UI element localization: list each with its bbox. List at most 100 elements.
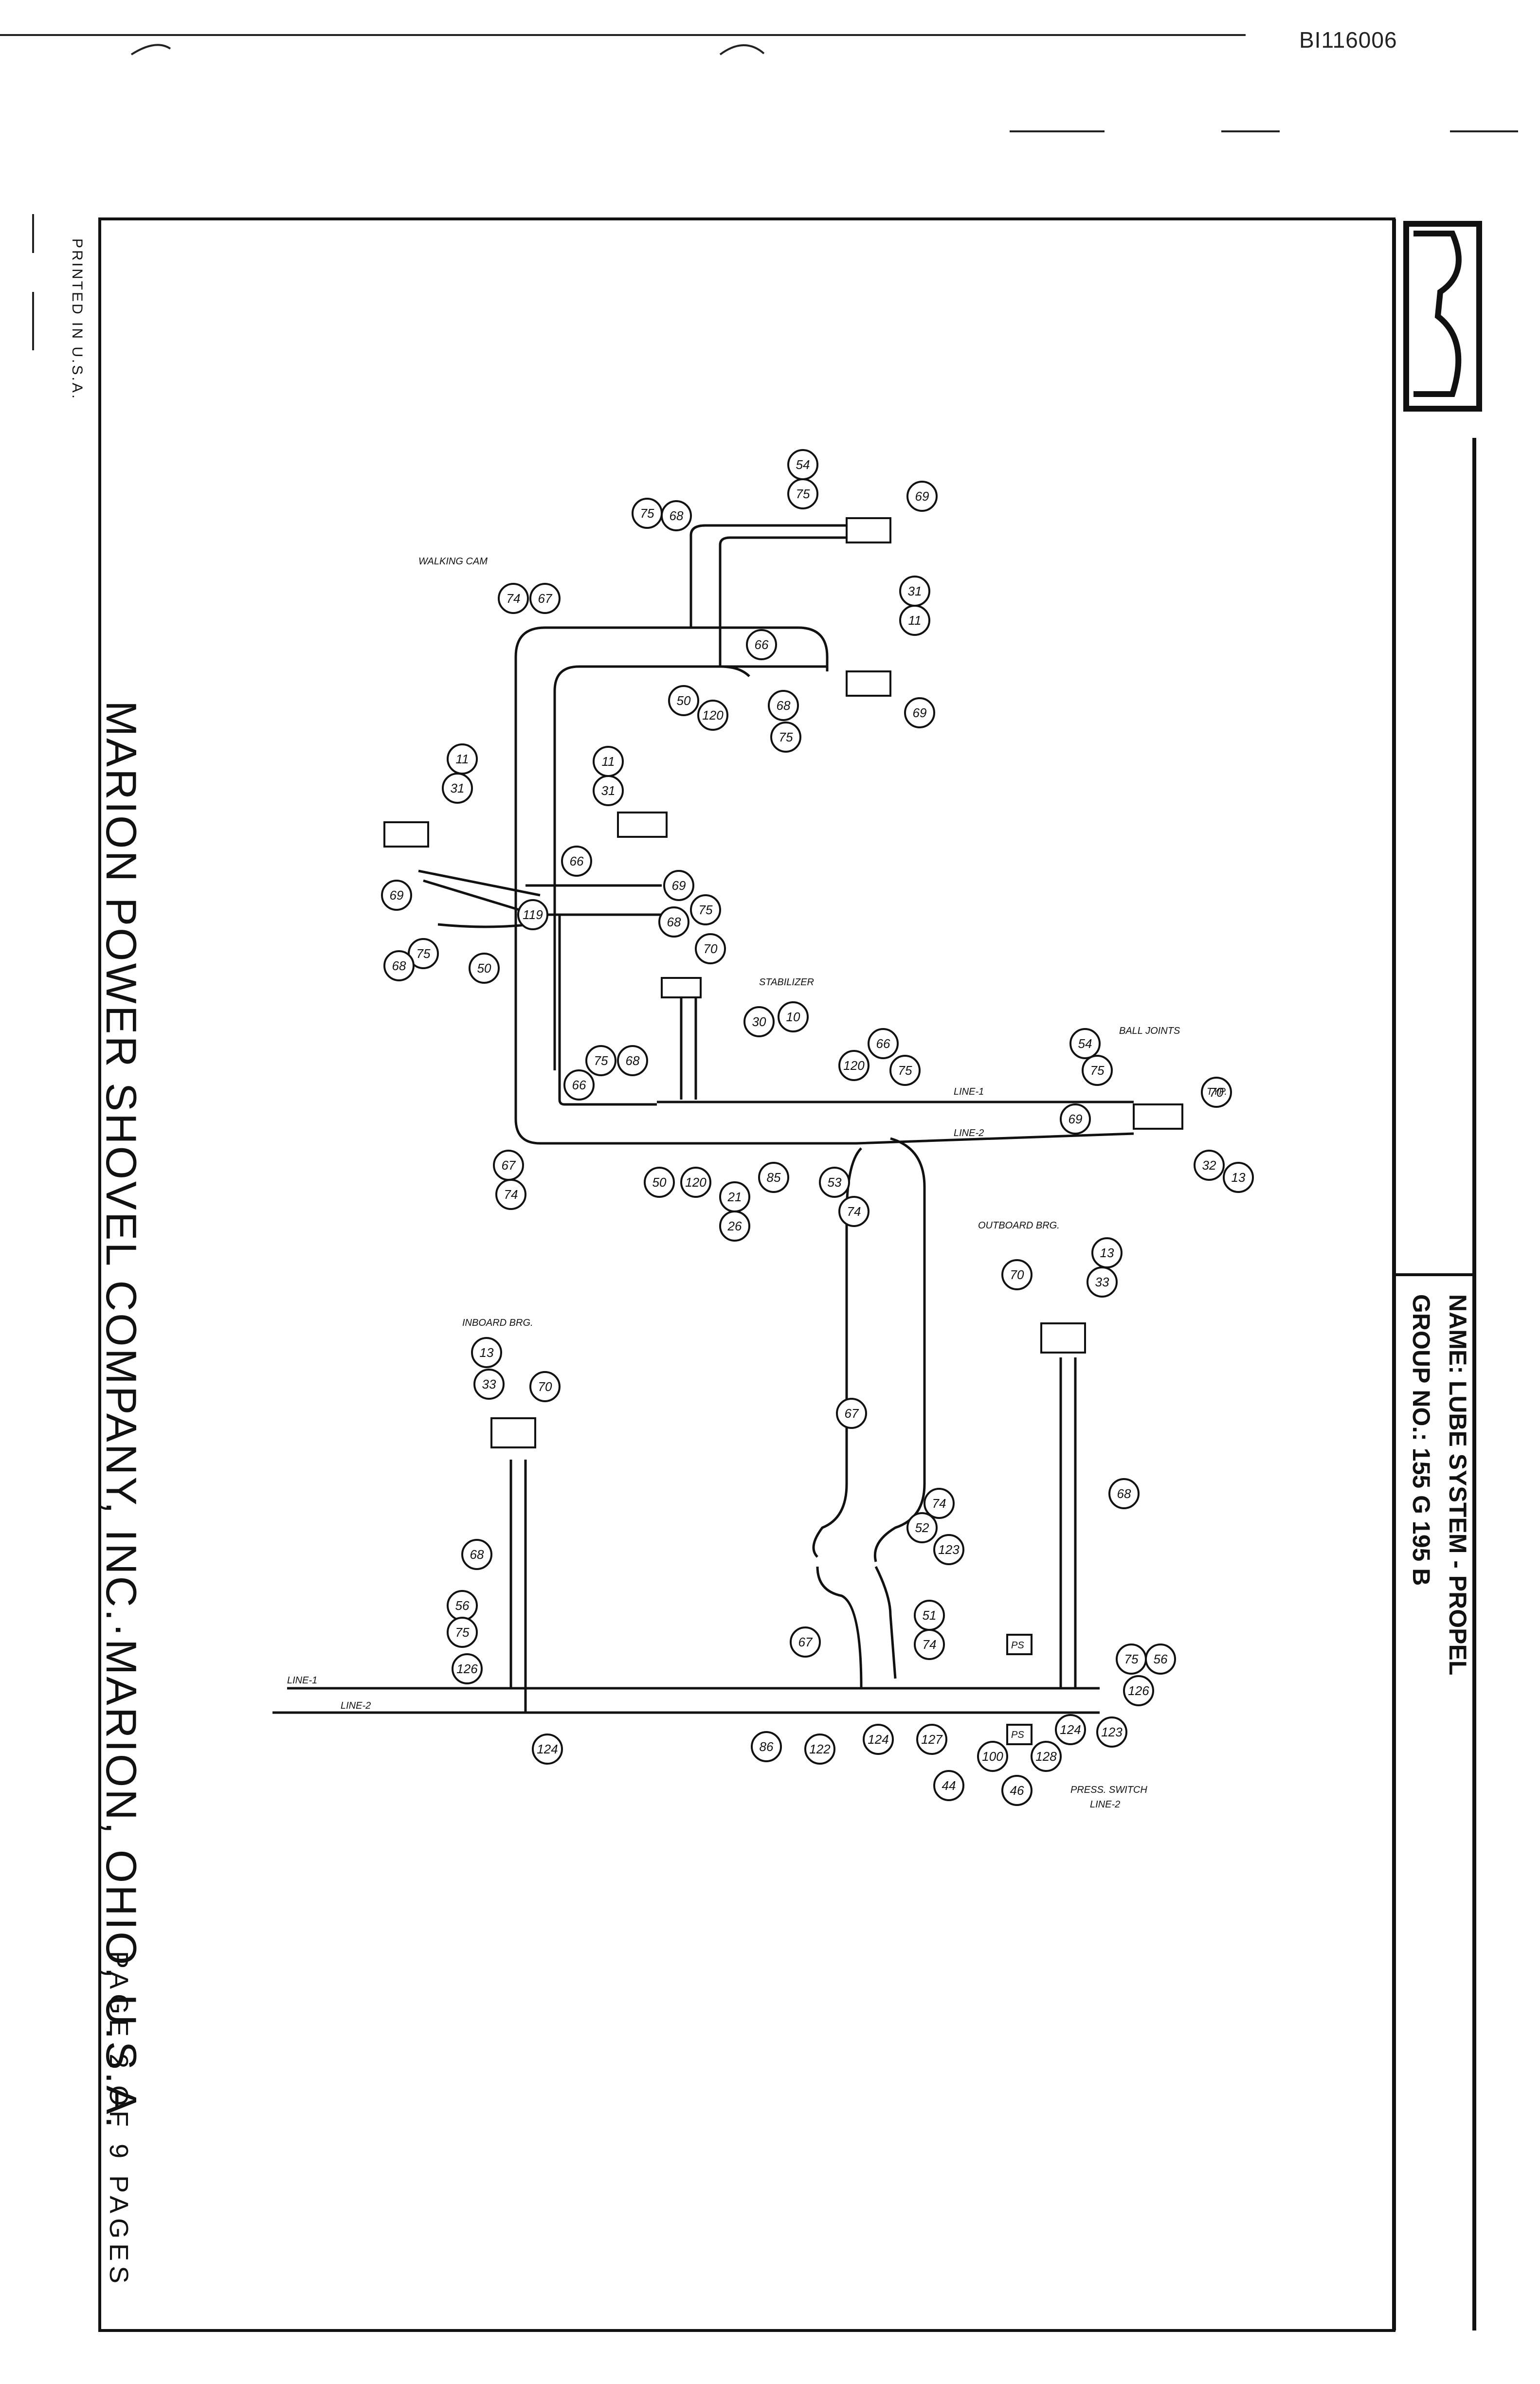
- svg-text:70: 70: [538, 1379, 552, 1394]
- svg-text:126: 126: [1128, 1683, 1149, 1698]
- svg-text:70: 70: [704, 941, 718, 956]
- top-edge-marks: [0, 34, 1518, 350]
- svg-text:123: 123: [938, 1542, 960, 1557]
- svg-text:75: 75: [1090, 1063, 1105, 1078]
- svg-text:66: 66: [570, 854, 584, 868]
- svg-text:31: 31: [601, 783, 616, 798]
- svg-text:67: 67: [798, 1635, 813, 1649]
- svg-text:51: 51: [923, 1608, 937, 1623]
- svg-text:66: 66: [876, 1036, 890, 1051]
- label-press-switch: PRESS. SWITCH: [1070, 1785, 1147, 1795]
- svg-text:70: 70: [1010, 1267, 1024, 1282]
- svg-text:75: 75: [898, 1063, 912, 1078]
- svg-text:10: 10: [786, 1010, 800, 1024]
- svg-text:56: 56: [1154, 1652, 1168, 1666]
- svg-text:74: 74: [507, 591, 521, 606]
- svg-text:124: 124: [1060, 1722, 1081, 1737]
- svg-text:126: 126: [456, 1662, 478, 1676]
- svg-text:120: 120: [685, 1175, 707, 1190]
- svg-text:69: 69: [390, 888, 404, 903]
- svg-text:69: 69: [1069, 1112, 1083, 1126]
- label-ps-2: PS: [1011, 1730, 1024, 1740]
- svg-text:124: 124: [868, 1732, 888, 1747]
- label-line1-main: LINE-1: [287, 1675, 317, 1686]
- svg-text:75: 75: [796, 487, 810, 501]
- svg-text:74: 74: [847, 1204, 861, 1219]
- svg-text:32: 32: [1202, 1158, 1216, 1173]
- svg-text:68: 68: [777, 698, 791, 713]
- svg-text:123: 123: [1101, 1725, 1123, 1739]
- label-typ: TYP.: [1207, 1086, 1227, 1097]
- svg-text:11: 11: [908, 613, 922, 628]
- svg-text:53: 53: [828, 1175, 842, 1190]
- svg-text:68: 68: [470, 1547, 484, 1562]
- svg-text:69: 69: [672, 878, 686, 893]
- svg-text:56: 56: [455, 1598, 470, 1613]
- document-id: BI116006: [1299, 27, 1397, 53]
- svg-text:75: 75: [699, 903, 713, 917]
- svg-text:75: 75: [779, 730, 793, 744]
- svg-text:31: 31: [908, 584, 922, 598]
- label-inboard-brg: INBOARD BRG.: [462, 1318, 533, 1328]
- svg-text:75: 75: [594, 1053, 608, 1068]
- name-label: NAME:: [1444, 1294, 1471, 1374]
- svg-text:21: 21: [727, 1190, 742, 1204]
- divider-valves: [383, 517, 1183, 1745]
- svg-text:52: 52: [915, 1520, 929, 1535]
- svg-text:68: 68: [670, 508, 684, 523]
- svg-text:120: 120: [702, 708, 724, 722]
- svg-text:44: 44: [942, 1778, 956, 1793]
- svg-text:50: 50: [677, 693, 691, 708]
- label-outboard-brg: OUTBOARD BRG.: [978, 1220, 1060, 1231]
- svg-text:26: 26: [727, 1219, 742, 1233]
- svg-text:75: 75: [1124, 1652, 1139, 1666]
- drawing-border: [98, 217, 1476, 2332]
- svg-text:50: 50: [652, 1175, 667, 1190]
- label-stabilizer: STABILIZER: [759, 977, 814, 988]
- svg-text:68: 68: [392, 958, 406, 973]
- svg-text:70: 70: [1210, 1085, 1224, 1100]
- svg-text:74: 74: [932, 1496, 946, 1511]
- company-logo: [1403, 221, 1482, 412]
- label-line2-main: LINE-2: [341, 1700, 371, 1711]
- svg-text:128: 128: [1035, 1749, 1057, 1764]
- svg-text:31: 31: [451, 781, 465, 795]
- svg-text:69: 69: [913, 705, 927, 720]
- svg-text:46: 46: [1010, 1783, 1024, 1798]
- svg-text:124: 124: [537, 1742, 558, 1756]
- svg-text:75: 75: [455, 1625, 470, 1640]
- name-value: LUBE SYSTEM - PROPEL: [1444, 1380, 1471, 1676]
- svg-text:67: 67: [502, 1158, 516, 1173]
- printed-in-usa: PRINTED IN U.S.A.: [69, 238, 85, 401]
- bubble-numbers: 54 75 69 75 68 74 67 31 11 69 66 50 120 …: [390, 457, 1246, 1798]
- svg-text:67: 67: [845, 1406, 859, 1421]
- label-line1-bj: LINE-1: [954, 1086, 984, 1097]
- callout-bubbles: [381, 449, 1254, 1806]
- svg-text:33: 33: [482, 1377, 496, 1391]
- lube-lines: [272, 524, 1134, 1714]
- svg-text:75: 75: [640, 506, 654, 521]
- label-walking-cam: WALKING CAM: [418, 556, 488, 567]
- label-press-switch-line: LINE-2: [1090, 1799, 1120, 1810]
- svg-text:100: 100: [982, 1749, 1003, 1764]
- svg-text:30: 30: [752, 1014, 766, 1029]
- svg-text:74: 74: [504, 1187, 518, 1202]
- svg-text:69: 69: [915, 489, 929, 504]
- label-line2-bj: LINE-2: [954, 1128, 984, 1138]
- svg-text:13: 13: [1232, 1170, 1246, 1185]
- group-value: 155 G 195 B: [1408, 1447, 1435, 1586]
- svg-text:119: 119: [523, 907, 543, 922]
- title-block-group: GROUP NO.: 155 G 195 B: [1407, 1294, 1435, 1586]
- group-label: GROUP NO.:: [1408, 1294, 1435, 1441]
- svg-text:66: 66: [572, 1078, 586, 1092]
- label-ball-joints: BALL JOINTS: [1119, 1026, 1180, 1036]
- svg-text:68: 68: [626, 1053, 640, 1068]
- label-ps-1: PS: [1011, 1640, 1024, 1651]
- svg-text:122: 122: [809, 1742, 831, 1756]
- svg-text:13: 13: [480, 1345, 494, 1360]
- svg-text:11: 11: [456, 752, 469, 766]
- svg-text:67: 67: [538, 591, 553, 606]
- svg-text:75: 75: [417, 946, 431, 961]
- svg-text:66: 66: [755, 637, 769, 652]
